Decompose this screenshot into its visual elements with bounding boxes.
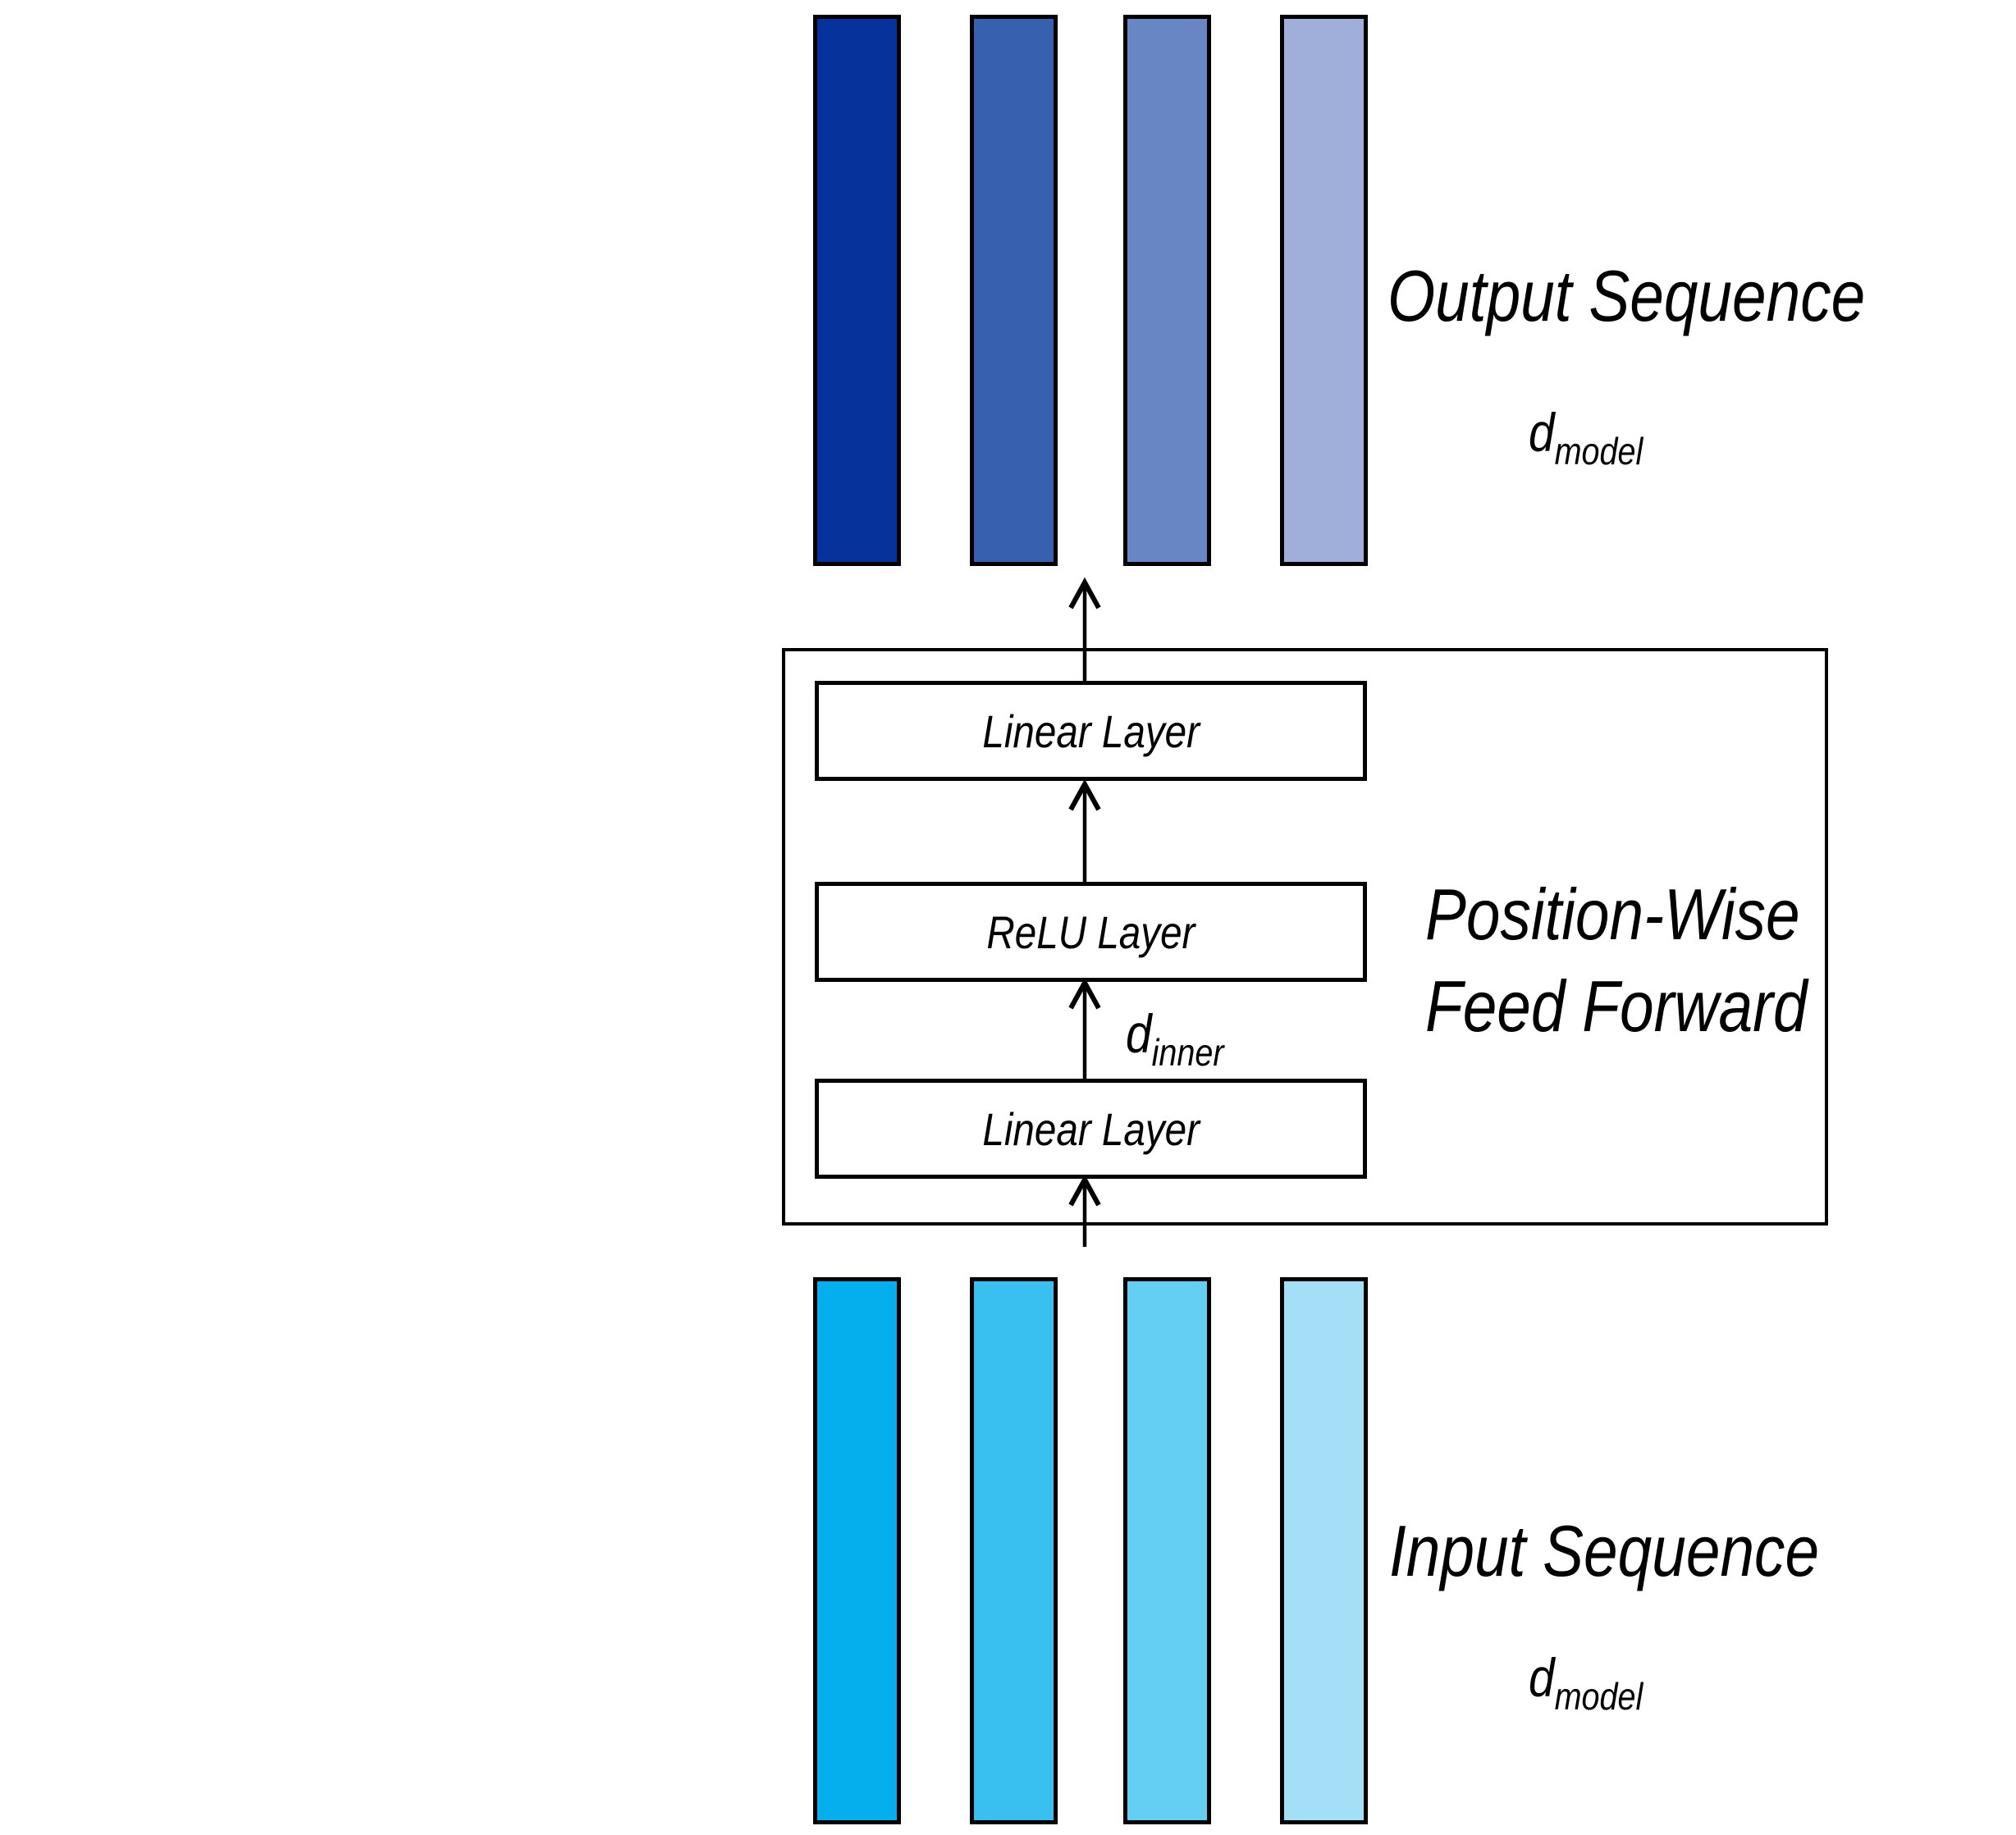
- input-sequence-label: Input Sequence: [1389, 1510, 1820, 1591]
- feed-forward-title-line1: Position-Wise: [1425, 874, 1800, 955]
- output-bar-2: [970, 15, 1058, 566]
- feed-forward-block-outline: [782, 648, 1828, 1226]
- dinner-subscript: inner: [1151, 1031, 1224, 1074]
- dmodel-subscript: model: [1554, 1675, 1643, 1718]
- output-bar-1: [813, 15, 901, 566]
- dinner-symbol: d: [1126, 1003, 1152, 1064]
- output-sequence-label: Output Sequence: [1387, 255, 1866, 336]
- input-bar-2: [970, 1277, 1058, 1824]
- output-bar-4: [1280, 15, 1368, 566]
- input-bar-4: [1280, 1277, 1368, 1824]
- input-dmodel-annotation: dmodel: [1529, 1650, 1643, 1715]
- dmodel-symbol: d: [1529, 402, 1555, 463]
- linear-layer-top-label: Linear Layer: [982, 705, 1200, 757]
- feed-forward-title-line2: Feed Forward: [1425, 965, 1808, 1047]
- linear-layer-bottom-label: Linear Layer: [982, 1102, 1200, 1155]
- dmodel-subscript: model: [1554, 430, 1643, 472]
- output-bar-3: [1123, 15, 1211, 566]
- relu-layer-label: ReLU Layer: [986, 906, 1195, 958]
- feed-forward-title: Position-Wise Feed Forward: [1425, 869, 1808, 1052]
- output-dmodel-annotation: dmodel: [1529, 405, 1643, 470]
- dmodel-symbol: d: [1529, 1647, 1555, 1708]
- input-bar-3: [1123, 1277, 1211, 1824]
- input-bar-1: [813, 1277, 901, 1824]
- linear-layer-top-box: Linear Layer: [815, 681, 1367, 781]
- linear-layer-bottom-box: Linear Layer: [815, 1079, 1367, 1179]
- relu-layer-box: ReLU Layer: [815, 882, 1367, 982]
- dinner-annotation: dinner: [1126, 1007, 1224, 1071]
